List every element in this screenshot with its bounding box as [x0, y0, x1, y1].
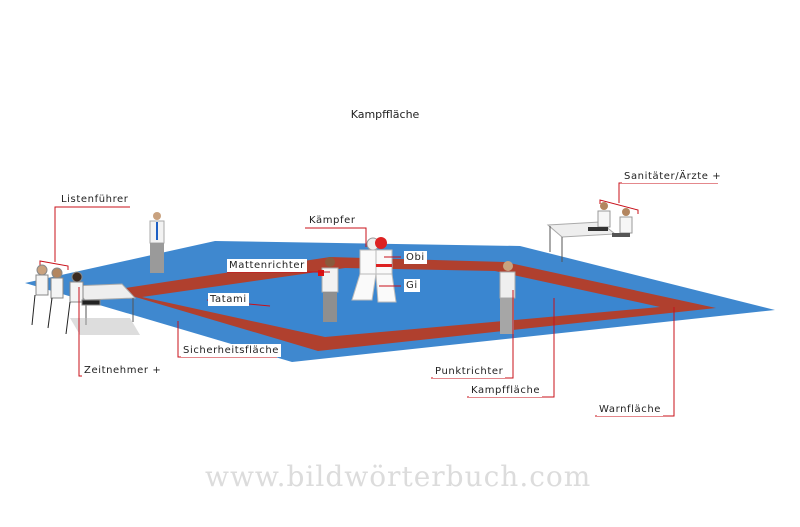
leader-lines	[39, 182, 718, 417]
label-sicherheitsflaeche: Sicherheitsfläche	[181, 344, 282, 357]
label-punktrichter: Punktrichter	[433, 365, 506, 378]
label-kampfflaeche: Kampffläche	[469, 384, 543, 397]
watermark: www.bildwörterbuch.com	[205, 460, 592, 493]
corner-judge	[499, 261, 516, 334]
label-kaempfer: Kämpfer	[307, 214, 358, 227]
label-tatami: Tatami	[208, 293, 249, 306]
label-sanitaeter: Sanitäter/Ärzte +	[622, 170, 724, 183]
label-gi: Gi	[404, 279, 420, 292]
diagram-title: Kampffläche	[350, 108, 420, 121]
fighters	[351, 237, 397, 303]
contest-area	[142, 268, 660, 337]
label-mattenrichter: Mattenrichter	[227, 259, 307, 272]
label-obi: Obi	[404, 251, 427, 264]
mat-referee	[318, 257, 339, 322]
label-listenfuehrer: Listenführer	[59, 193, 131, 206]
label-zeitnehmer: Zeitnehmer +	[82, 364, 164, 377]
scorekeeper-table	[70, 283, 140, 335]
timekeepers	[31, 264, 101, 335]
medics-table	[546, 202, 633, 262]
label-warnflaeche: Warnfläche	[597, 403, 664, 416]
standing-referee	[149, 212, 165, 273]
